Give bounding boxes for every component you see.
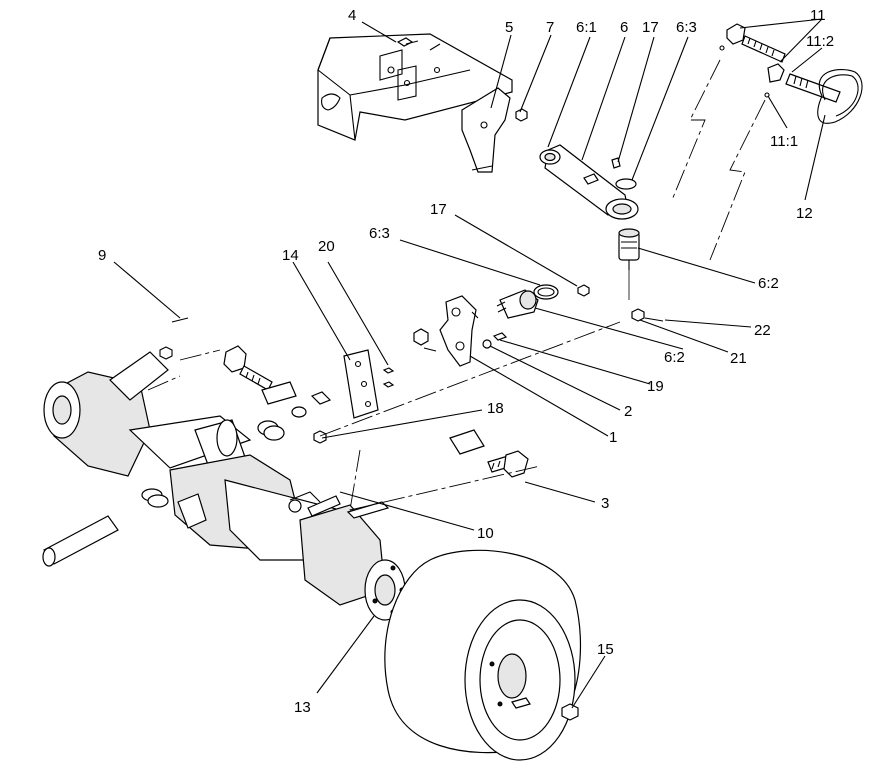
nut-part-9 xyxy=(159,346,173,360)
bolt-part-20 xyxy=(382,367,395,374)
callout-18: 18 xyxy=(487,400,504,417)
washer-center xyxy=(291,406,307,418)
plate-part-14 xyxy=(343,349,379,419)
alignment-line-1 xyxy=(179,349,221,361)
bolt-part-4 xyxy=(396,37,419,47)
rod-end-part-6-2-upper xyxy=(618,228,640,300)
ball-joint-part-6-2-lower xyxy=(496,289,539,319)
bolt-part-20-b xyxy=(382,381,395,388)
callout-2: 2 xyxy=(624,403,632,420)
callout-6-1: 6:1 xyxy=(576,19,597,36)
steering-bracket-part-1 xyxy=(439,295,479,367)
callout-5: 5 xyxy=(505,19,513,36)
frame-bracket xyxy=(317,33,513,141)
callout-21: 21 xyxy=(730,350,747,367)
callout-11: 11 xyxy=(810,7,826,24)
wheel-tire xyxy=(384,549,582,761)
callout-17-upper: 17 xyxy=(642,19,659,36)
mount-plate-part-5 xyxy=(461,87,511,173)
bolt-part-19 xyxy=(492,332,508,341)
callout-6-2-lower: 6:2 xyxy=(664,349,685,366)
callout-17-lower: 17 xyxy=(430,201,447,218)
alignment-line-3 xyxy=(349,465,541,511)
hose-routing-line-b xyxy=(709,99,766,261)
callout-6-3-upper: 6:3 xyxy=(676,19,697,36)
callout-19: 19 xyxy=(647,378,664,395)
leader-lines xyxy=(113,18,826,709)
seal-part-6-3-lower xyxy=(533,284,559,300)
nut-part-21 xyxy=(631,308,645,322)
alignment-line-4 xyxy=(349,449,361,511)
nut-center xyxy=(310,391,332,405)
callout-6: 6 xyxy=(620,19,628,36)
nut-part-18 xyxy=(313,430,327,444)
callout-13: 13 xyxy=(294,699,311,716)
hose-routing-line-a xyxy=(671,59,721,201)
callout-labels: 4 5 7 6:1 6 17 6:3 11 11:2 11:1 12 6:2 1… xyxy=(98,7,834,716)
callout-22: 22 xyxy=(754,322,771,339)
nut-left-of-bracket xyxy=(413,328,429,346)
bolt-part-22 xyxy=(644,317,664,322)
pin-part-9 xyxy=(171,317,189,323)
seal-part-6-3-upper xyxy=(615,178,637,190)
callout-11-2: 11:2 xyxy=(806,33,834,50)
alignment-line-5 xyxy=(147,375,181,391)
seal-ring-left-b xyxy=(263,425,285,441)
callout-10: 10 xyxy=(477,525,494,542)
tie-rod-end-left xyxy=(223,345,273,391)
callout-12: 12 xyxy=(796,205,813,222)
callout-6-2-upper: 6:2 xyxy=(758,275,779,292)
axle-assembly-part-13 xyxy=(42,351,406,621)
callout-6-3-lower: 6:3 xyxy=(369,225,390,242)
tube-sleeve-left xyxy=(261,381,297,405)
callout-7: 7 xyxy=(546,19,554,36)
callout-1: 1 xyxy=(609,429,617,446)
fitting-part-17-lower xyxy=(577,284,590,297)
hydraulic-line-part-12 xyxy=(817,69,863,124)
alignment-line-2 xyxy=(319,321,621,437)
callout-14: 14 xyxy=(282,247,299,264)
tube-sleeve-right xyxy=(449,429,485,455)
pin-left-of-bracket xyxy=(423,347,437,352)
nut-part-7 xyxy=(515,108,528,122)
callout-4: 4 xyxy=(348,7,356,24)
seal-part-6-3-lower-inner xyxy=(537,287,555,297)
callout-9: 9 xyxy=(98,247,106,264)
callout-15: 15 xyxy=(597,641,614,658)
callout-3: 3 xyxy=(601,495,609,512)
callout-20: 20 xyxy=(318,238,335,255)
hydraulic-hose-part-11 xyxy=(719,23,841,103)
washer-part-2 xyxy=(482,339,492,349)
steering-cylinder-part-6 xyxy=(539,144,639,220)
callout-11-1: 11:1 xyxy=(770,133,798,150)
